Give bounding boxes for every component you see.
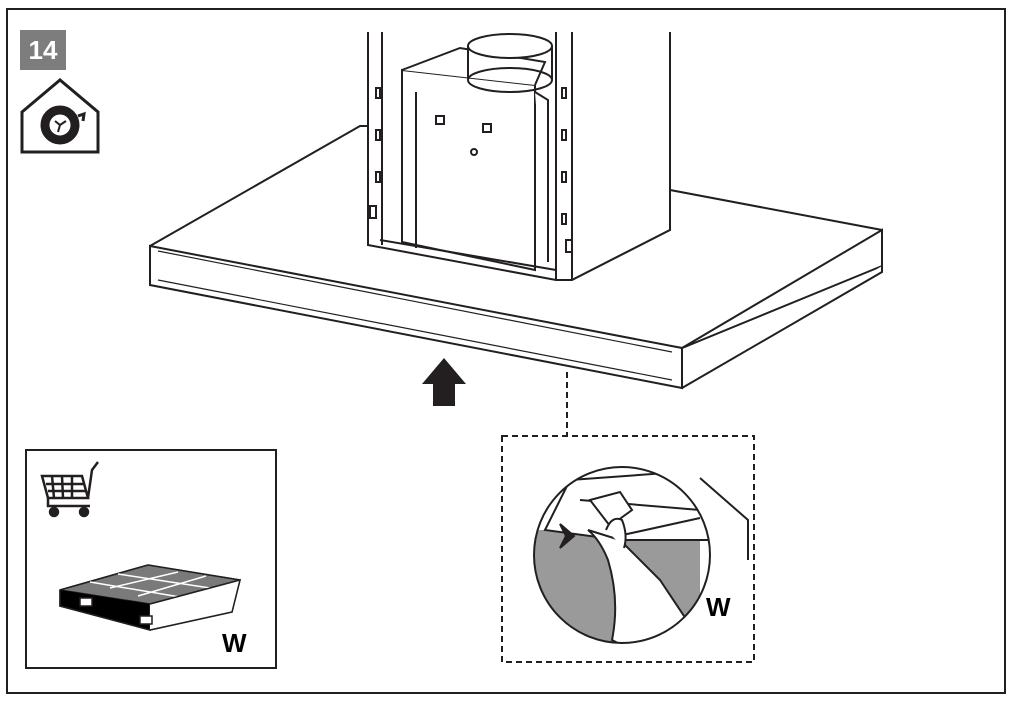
recirculation-house-icon [20, 78, 100, 154]
detail-part-label: W [706, 592, 731, 622]
shopping-cart-icon [40, 461, 99, 518]
hood-chimney [367, 32, 671, 281]
step-number-badge: 14 [20, 30, 66, 70]
filter-release-detail [533, 466, 749, 644]
hood-canopy [149, 125, 884, 390]
arrow-up-icon [422, 358, 466, 406]
carbon-filter-illustration [59, 564, 242, 631]
accessory-box [25, 449, 277, 669]
filter-part-label: W [222, 628, 247, 658]
